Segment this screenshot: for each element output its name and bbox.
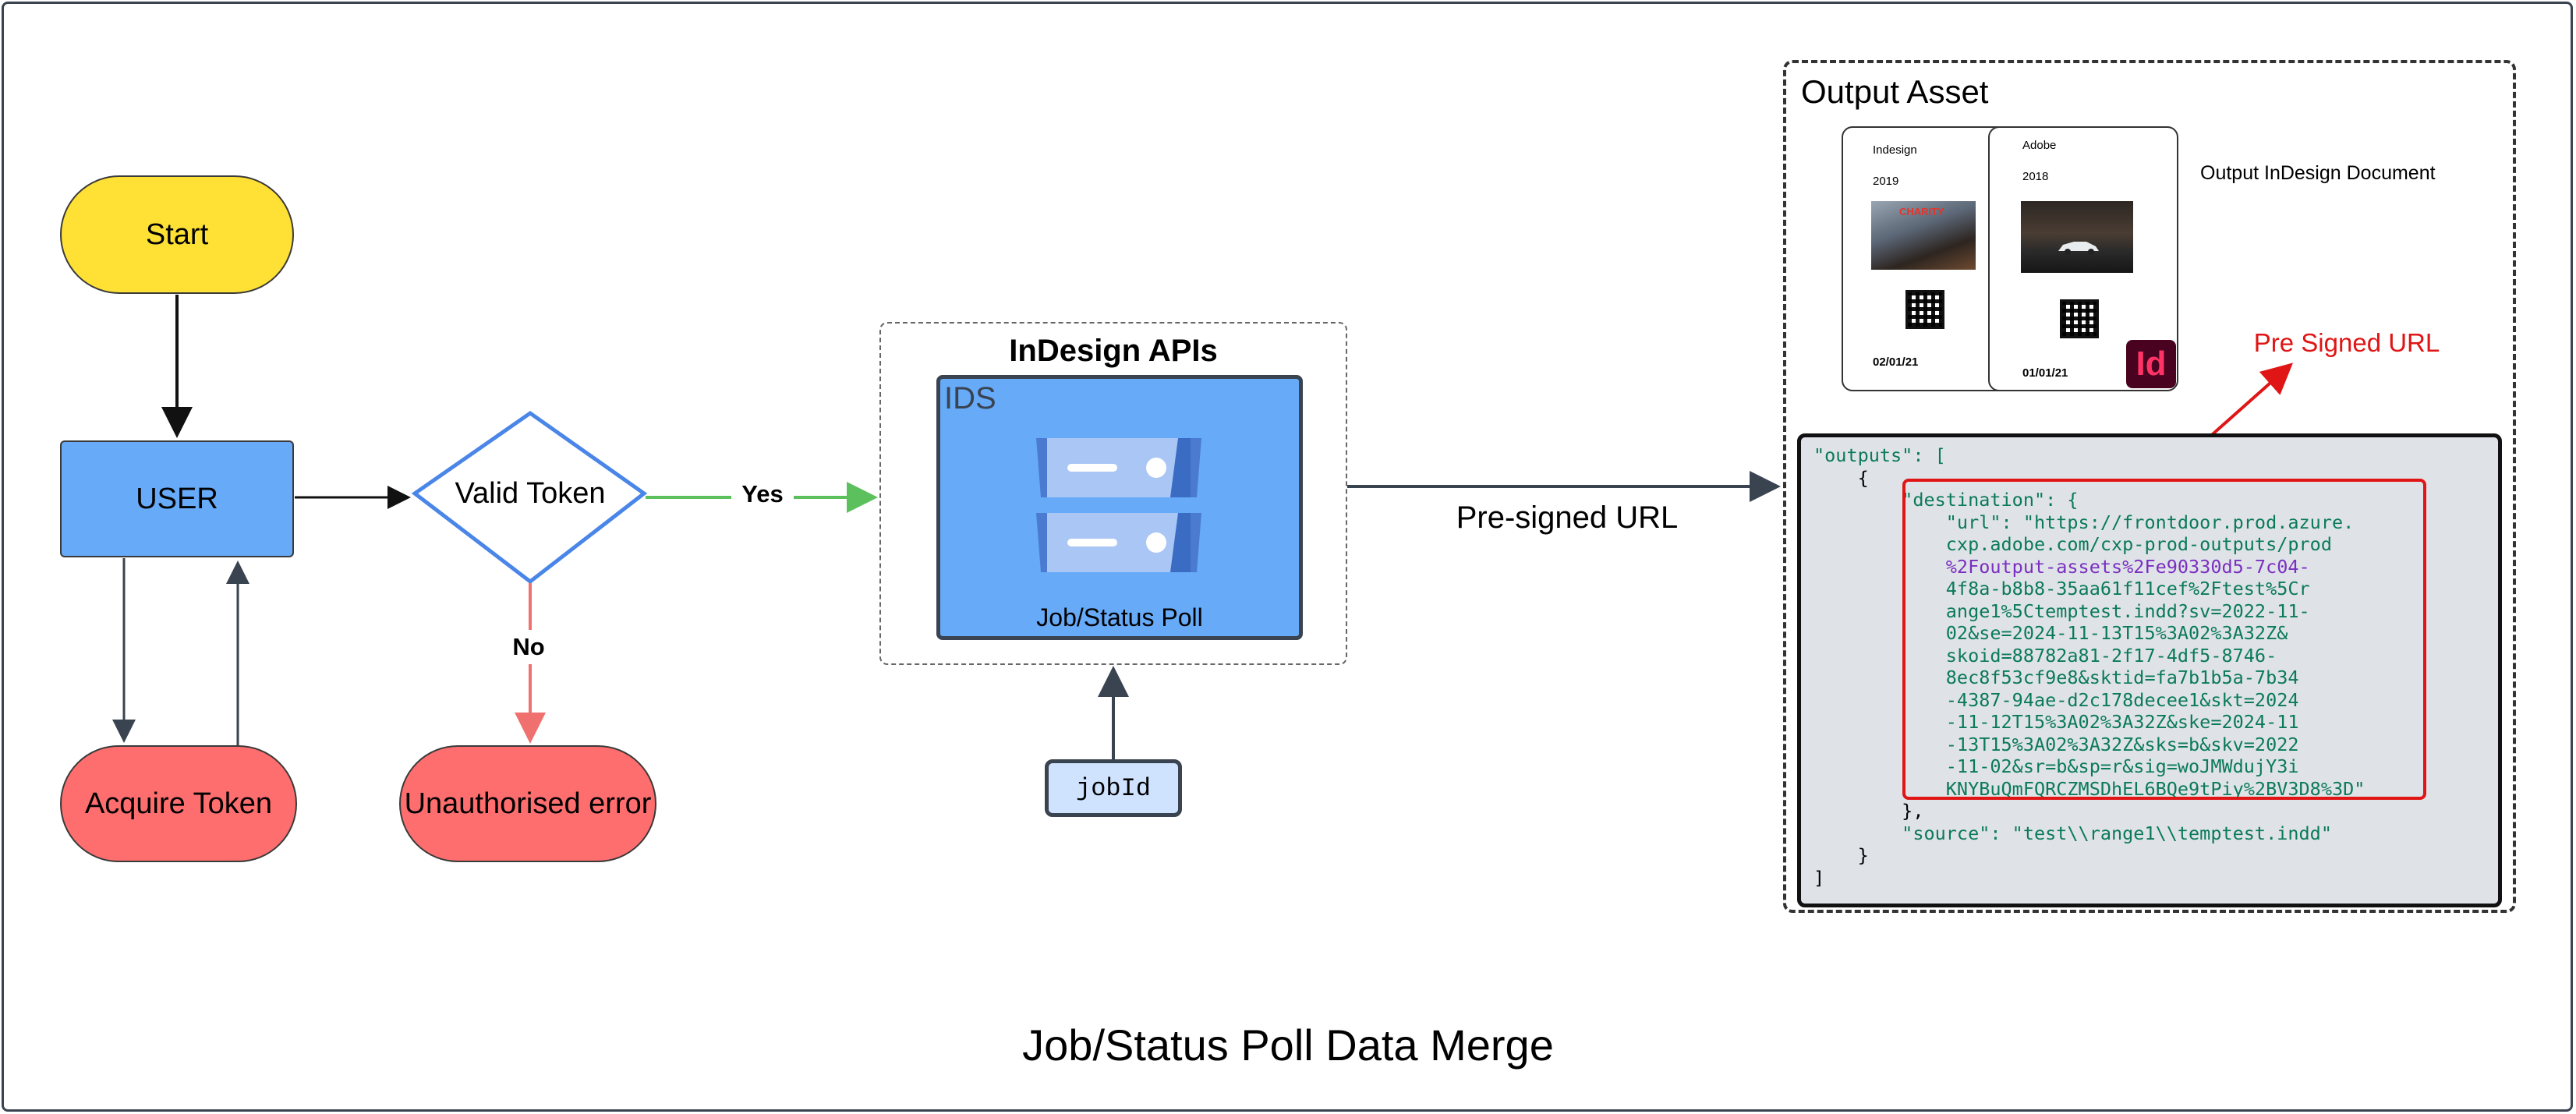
job-status-poll-label: Job/Status Poll (1036, 603, 1203, 631)
ids-label: IDS (944, 380, 996, 416)
code-line: KNYBuQmFQRCZMSDhEL6BQe9tPiy%2BV3D8%3D" (1813, 777, 2365, 800)
yes-edge-label: Yes (731, 477, 794, 511)
indesign-apis-group (879, 322, 1347, 665)
output-asset-group (1783, 60, 2516, 913)
code-line: } (1813, 844, 1869, 866)
card-front-year: 2019 (1873, 175, 1899, 188)
card-back-title: Adobe (2022, 139, 2057, 152)
card-front-banner: CHARITY (1899, 206, 1944, 217)
code-line: ange1%5Ctemptest.indd?sv=2022-11- (1813, 599, 2310, 622)
code-line: -13T15%3A02%3A32Z&sks=b&skv=2022 (1813, 733, 2299, 755)
unauthorised-error-node: Unauthorised error (399, 745, 656, 862)
code-line: { (1813, 466, 1869, 489)
qr-code-icon (1905, 290, 1944, 329)
card-front-title: Indesign (1873, 143, 1917, 157)
code-line: -11-02&sr=b&sp=r&sig=woJMWdujY3i (1813, 755, 2299, 777)
server-icon (1036, 438, 1201, 572)
qr-code-icon (2060, 299, 2099, 338)
code-line: ] (1813, 866, 1825, 889)
code-line: "destination": { (1813, 489, 2079, 511)
card-back-year: 2018 (2022, 170, 2049, 183)
code-line: "outputs": [ (1813, 444, 1946, 466)
output-asset-title: Output Asset (1801, 73, 1989, 110)
card-back-photo (2021, 201, 2133, 273)
code-line: 02&se=2024-11-13T15%3A02%3A32Z& (1813, 622, 2288, 644)
code-line: skoid=88782a81-2f17-4df5-8746- (1813, 644, 2277, 667)
card-front-date: 02/01/21 (1873, 355, 1919, 369)
start-node: Start (60, 175, 294, 294)
code-line: "url": "https://frontdoor.prod.azure. (1813, 511, 2355, 533)
indesign-logo-icon: Id (2126, 340, 2176, 388)
code-line: %2Foutput-assets%2Fe90330d5-7c04- (1813, 555, 2310, 578)
diagram-caption: Job/Status Poll Data Merge (1022, 1020, 1554, 1070)
no-edge-label: No (504, 630, 554, 664)
code-line: 4f8a-b8b8-35aa61f11cef%2Ftest%5Cr (1813, 578, 2310, 599)
code-line: cxp.adobe.com/cxp-prod-outputs/prod (1813, 533, 2332, 555)
valid-token-decision (411, 410, 648, 585)
user-node: USER (60, 440, 294, 557)
code-line: 8ec8f53cf9e8&sktid=fa7b1b5a-7b34 (1813, 667, 2299, 688)
car-icon (2058, 242, 2099, 255)
valid-token-label: Valid Token (455, 476, 606, 510)
code-line: "source": "test\\range1\\temptest.indd" (1813, 822, 2332, 844)
output-json-panel (1797, 433, 2502, 907)
output-document-label: Output InDesign Document (2200, 161, 2436, 184)
pre-signed-url-label: Pre Signed URL (2253, 328, 2440, 357)
presigned-url-edge-label: Pre-signed URL (1456, 500, 1679, 535)
jobid-node: jobId (1045, 759, 1182, 817)
indesign-apis-title: InDesign APIs (1009, 333, 1218, 368)
code-line: }, (1813, 800, 1924, 822)
destination-highlight (1902, 479, 2426, 800)
code-line: -11-12T15%3A02%3A32Z&ske=2024-11 (1813, 711, 2299, 733)
acquire-token-node: Acquire Token (60, 745, 297, 862)
card-front-photo (1871, 201, 1976, 270)
code-line: -4387-94ae-d2c178decee1&skt=2024 (1813, 688, 2299, 711)
card-back-date: 01/01/21 (2022, 366, 2068, 380)
ids-node (936, 375, 1303, 640)
